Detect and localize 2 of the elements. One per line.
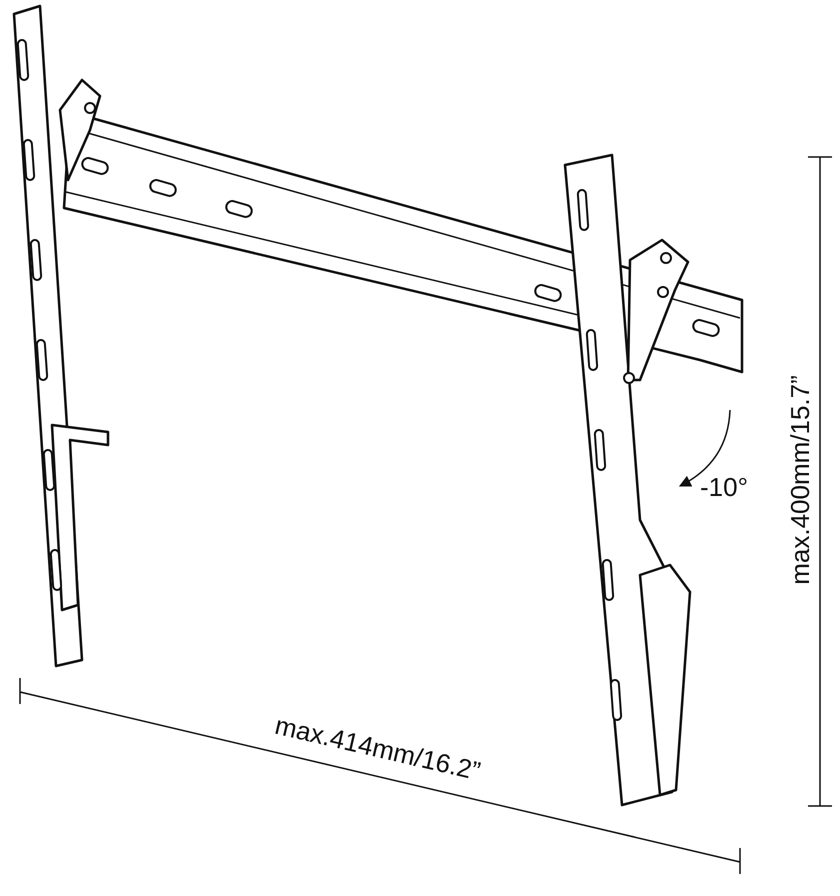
angle-label: -10° — [700, 474, 748, 500]
dimension-label: max.400mm/15.7” — [786, 375, 813, 585]
